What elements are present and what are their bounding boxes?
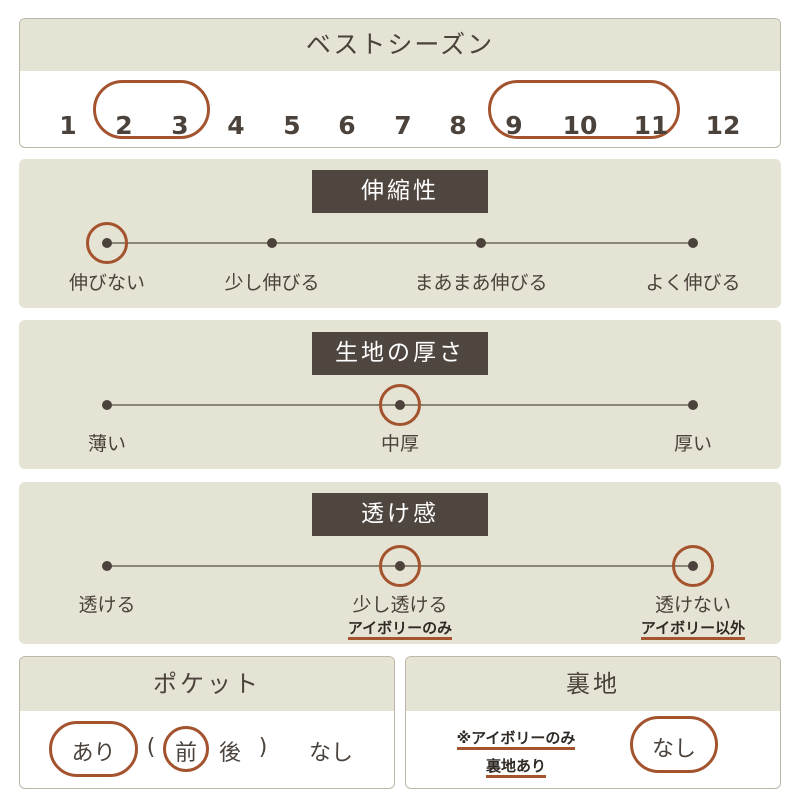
sheer-note-ivory: アイボリーのみ bbox=[290, 617, 510, 640]
stretch-title: 伸縮性 bbox=[312, 170, 488, 213]
sheer-label-1: 透ける bbox=[78, 594, 136, 616]
thickness-label-3: 厚い bbox=[673, 433, 712, 455]
month-11: 11 bbox=[633, 111, 669, 140]
pocket-panel: ポケット あり ( 前 後 ) なし bbox=[19, 656, 395, 789]
month-10: 10 bbox=[562, 111, 598, 140]
stretch-label-2: 少し伸びる bbox=[224, 272, 320, 294]
best-season-panel: ベストシーズン 1 2 3 4 5 6 7 8 9 10 11 12 bbox=[19, 18, 781, 148]
pocket-no: なし bbox=[308, 741, 353, 766]
thickness-dot-3 bbox=[688, 400, 698, 410]
pocket-back: 後 bbox=[218, 741, 241, 766]
thickness-selected-ring bbox=[379, 384, 421, 426]
sheer-dot-1 bbox=[102, 561, 112, 571]
month-9: 9 bbox=[505, 111, 523, 140]
thickness-label-2: 中厚 bbox=[380, 433, 419, 455]
stretch-dot-4 bbox=[688, 238, 698, 248]
lining-panel: 裏地 ※アイボリーのみ 裏地あり なし bbox=[405, 656, 781, 789]
sheer-note-other: アイボリー以外 bbox=[583, 617, 800, 640]
stretch-selected-ring bbox=[86, 222, 128, 264]
month-8: 8 bbox=[449, 111, 467, 140]
stretch-label-1: 伸びない bbox=[68, 272, 145, 294]
pocket-front-ring bbox=[163, 726, 209, 772]
month-2: 2 bbox=[115, 111, 133, 140]
sheer-note-other-text: アイボリー以外 bbox=[640, 619, 746, 640]
sheer-label-2: 少し透ける bbox=[352, 594, 448, 616]
lining-no-ring bbox=[630, 716, 718, 773]
thickness-dot-1 bbox=[102, 400, 112, 410]
pocket-title: ポケット bbox=[20, 657, 394, 711]
lining-note-line1: ※アイボリーのみ bbox=[436, 727, 596, 750]
sheer-selected-ring-ivory bbox=[379, 545, 421, 587]
stretch-dot-3 bbox=[476, 238, 486, 248]
lining-title: 裏地 bbox=[406, 657, 780, 711]
month-4: 4 bbox=[227, 111, 245, 140]
sheer-label-3: 透けない bbox=[654, 594, 731, 616]
pocket-close-paren: ) bbox=[258, 735, 268, 760]
month-1: 1 bbox=[59, 111, 77, 140]
lining-value: なし bbox=[651, 737, 696, 762]
month-5: 5 bbox=[283, 111, 301, 140]
month-12: 12 bbox=[705, 111, 741, 140]
lining-note-line1-text: ※アイボリーのみ bbox=[456, 729, 576, 750]
stretch-dot-2 bbox=[267, 238, 277, 248]
lining-note-line2-text: 裏地あり bbox=[485, 757, 546, 778]
pocket-open-paren: ( bbox=[146, 735, 156, 760]
pocket-yes-ring bbox=[49, 721, 138, 777]
lining-note-line2: 裏地あり bbox=[436, 755, 596, 778]
sheer-note-ivory-text: アイボリーのみ bbox=[347, 619, 453, 640]
thickness-title: 生地の厚さ bbox=[312, 332, 488, 375]
month-7: 7 bbox=[394, 111, 412, 140]
stretch-label-3: まあまあ伸びる bbox=[414, 272, 548, 294]
stretch-label-4: よく伸びる bbox=[645, 272, 741, 294]
month-6: 6 bbox=[338, 111, 356, 140]
pocket-front: 前 bbox=[174, 741, 197, 766]
month-3: 3 bbox=[171, 111, 189, 140]
thickness-label-1: 薄い bbox=[87, 433, 126, 455]
season-highlight-spring bbox=[93, 80, 210, 139]
stretch-track bbox=[107, 242, 694, 244]
sheer-selected-ring-other bbox=[672, 545, 714, 587]
sheer-title: 透け感 bbox=[312, 493, 488, 536]
season-highlight-autumn bbox=[488, 80, 680, 139]
best-season-title: ベストシーズン bbox=[20, 19, 780, 71]
pocket-yes: あり bbox=[71, 741, 116, 766]
